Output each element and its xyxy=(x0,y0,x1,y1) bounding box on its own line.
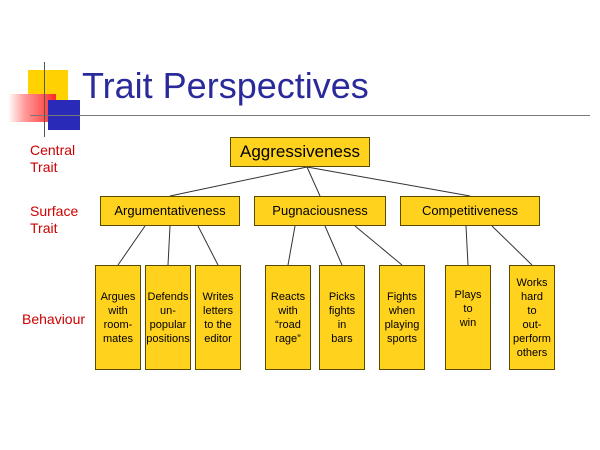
behaviour-box-works: Works hard to out- perform others xyxy=(509,265,555,370)
link-pug-b6 xyxy=(354,225,403,266)
link-central-competitiveness xyxy=(306,166,471,197)
behaviour-label: Picks fights in bars xyxy=(328,290,356,345)
surface-trait-box-competitiveness: Competitiveness xyxy=(400,196,540,226)
behaviour-box-writes: Writes letters to the editor xyxy=(195,265,241,370)
behaviour-label: Plays to win xyxy=(454,289,482,329)
slide-title: Trait Perspectives xyxy=(82,65,369,106)
behaviour-label: Fights when playing sports xyxy=(384,290,420,345)
behaviour-box-plays: Plays to win xyxy=(445,265,491,370)
link-arg-b3 xyxy=(197,225,219,266)
behaviour-label: Argues with room- mates xyxy=(100,290,136,345)
behaviour-box-argues: Argues with room- mates xyxy=(95,265,141,370)
surface-trait-label: Pugnaciousness xyxy=(272,203,368,218)
central-trait-box: Aggressiveness xyxy=(230,137,370,167)
level-label-behaviour: Behaviour xyxy=(22,311,86,327)
behaviour-label: Writes letters to the editor xyxy=(202,290,234,345)
behaviour-box-fights: Fights when playing sports xyxy=(379,265,425,370)
behaviour-box-picks: Picks fights in bars xyxy=(319,265,365,370)
level-label-central: Central Trait xyxy=(30,142,76,175)
behaviour-label: Works hard to out- perform others xyxy=(513,276,551,359)
link-comp-b8 xyxy=(491,225,533,266)
link-pug-b4 xyxy=(287,225,296,266)
behaviour-label: Reacts with “road rage” xyxy=(270,290,306,345)
link-central-pugnaciousness xyxy=(306,166,321,197)
link-comp-b7 xyxy=(465,225,469,266)
link-central-argumentativeness xyxy=(169,166,308,197)
level-label-surface: Surface Trait xyxy=(30,203,79,236)
behaviour-box-defends: Defends un- popular positions xyxy=(145,265,191,370)
surface-trait-label: Argumentativeness xyxy=(114,203,226,218)
central-trait-label: Aggressiveness xyxy=(239,142,360,161)
link-arg-b1 xyxy=(117,225,146,266)
surface-trait-label: Competitiveness xyxy=(421,203,519,218)
behaviour-label: Defends un- popular positions xyxy=(146,290,190,345)
decor-vertical-line xyxy=(44,62,45,137)
surface-trait-box-argumentativeness: Argumentativeness xyxy=(100,196,240,226)
decor-title-underline xyxy=(30,115,590,116)
surface-trait-box-pugnaciousness: Pugnaciousness xyxy=(254,196,386,226)
link-arg-b2 xyxy=(167,225,171,266)
behaviour-box-reacts: Reacts with “road rage” xyxy=(265,265,311,370)
link-pug-b5 xyxy=(324,225,343,266)
